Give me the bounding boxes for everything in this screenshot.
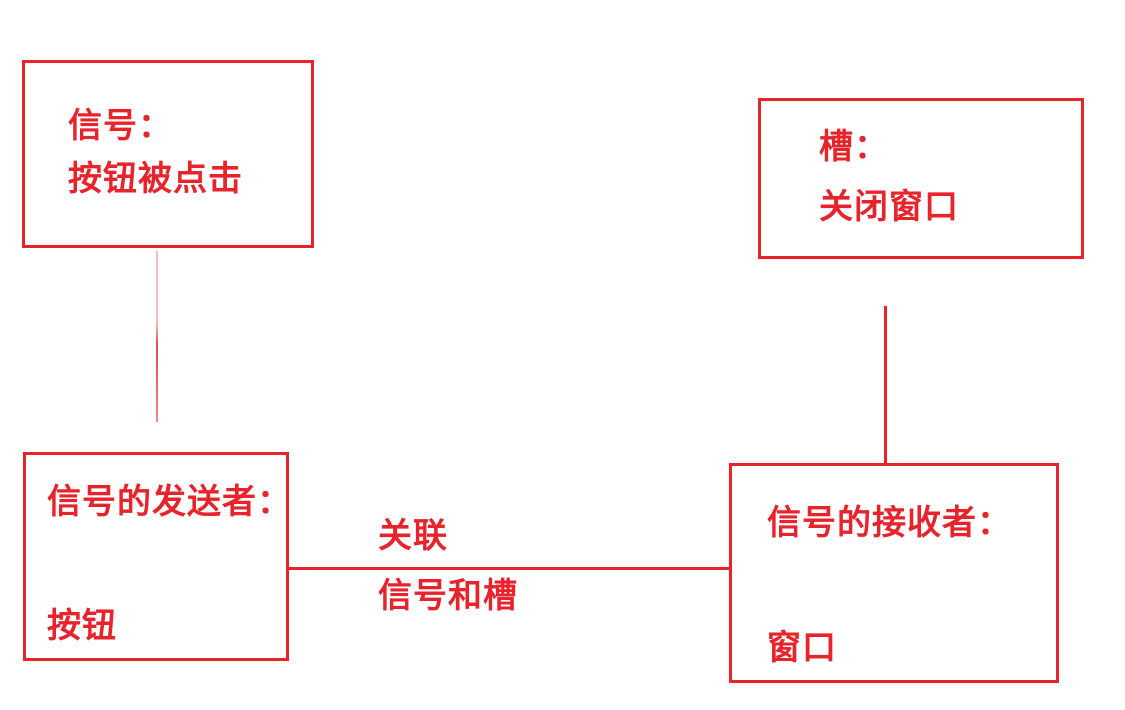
connection-label-line1: 关联	[378, 516, 448, 556]
receiver-box-detail: 窗口	[767, 627, 837, 668]
sender-box-title: 信号的发送者：	[47, 482, 292, 522]
slot-receiver-connector-line	[884, 306, 887, 463]
receiver-box: 信号的接收者： 窗口	[729, 463, 1059, 683]
connection-label-line2: 信号和槽	[378, 576, 518, 616]
receiver-box-title: 信号的接收者：	[767, 503, 1012, 543]
sender-receiver-connector-line	[289, 567, 729, 570]
signal-sender-connector-line	[156, 251, 158, 422]
slot-box-detail: 关闭窗口	[819, 186, 959, 227]
sender-box-detail: 按钮	[47, 605, 117, 646]
signal-box: 信号： 按钮被点击	[22, 60, 314, 248]
signal-box-detail: 按钮被点击	[68, 158, 243, 199]
signal-box-title: 信号：	[68, 106, 173, 146]
sender-box: 信号的发送者： 按钮	[23, 452, 292, 661]
slot-box: 槽： 关闭窗口	[758, 98, 1084, 259]
slot-box-title: 槽：	[819, 127, 889, 167]
